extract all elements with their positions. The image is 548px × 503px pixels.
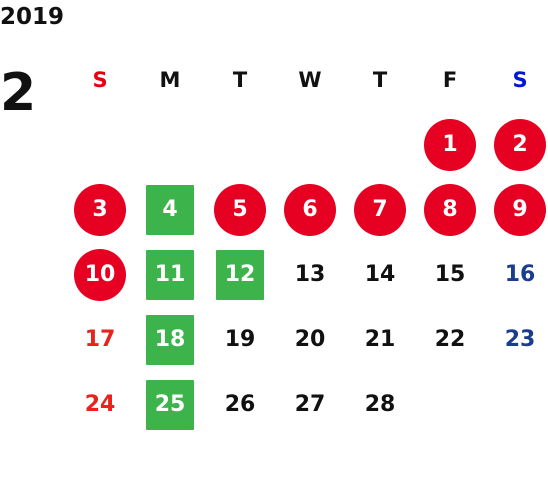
day-cell[interactable]: 10: [65, 242, 135, 307]
day-cell[interactable]: 7: [345, 177, 415, 242]
day-cell[interactable]: 28: [345, 372, 415, 437]
day-number: 26: [224, 392, 256, 417]
day-cell[interactable]: 12: [205, 242, 275, 307]
day-cell[interactable]: 5: [205, 177, 275, 242]
day-cell[interactable]: 16: [485, 242, 548, 307]
day-number: 22: [434, 327, 466, 352]
day-number: 15: [434, 262, 466, 287]
holiday-circle: 6: [284, 183, 336, 236]
weekday-header: M: [159, 68, 181, 92]
highlight-square: 18: [146, 314, 194, 365]
day-number: 20: [294, 327, 326, 352]
highlight-square: 12: [216, 249, 264, 300]
day-number: 23: [504, 327, 536, 352]
day-cell[interactable]: 25: [135, 372, 205, 437]
day-cell[interactable]: 18: [135, 307, 205, 372]
weekday-header: T: [372, 68, 388, 92]
day-number: 16: [504, 262, 536, 287]
day-cell[interactable]: 8: [415, 177, 485, 242]
day-cell[interactable]: 9: [485, 177, 548, 242]
day-cell[interactable]: 26: [205, 372, 275, 437]
day-cell[interactable]: 22: [415, 307, 485, 372]
day-cell[interactable]: 3: [65, 177, 135, 242]
year-label: 2019: [0, 4, 65, 30]
day-cell[interactable]: 23: [485, 307, 548, 372]
weekday-header: F: [442, 68, 458, 92]
weekday-header: S: [512, 68, 528, 92]
day-cell[interactable]: 13: [275, 242, 345, 307]
day-cell[interactable]: 1: [415, 112, 485, 177]
day-cell[interactable]: 19: [205, 307, 275, 372]
day-number: 28: [364, 392, 396, 417]
weekday-header: T: [232, 68, 248, 92]
holiday-circle: 1: [424, 118, 476, 171]
holiday-circle: 8: [424, 183, 476, 236]
day-cell[interactable]: 24: [65, 372, 135, 437]
day-number: 19: [224, 327, 256, 352]
day-cell[interactable]: 14: [345, 242, 415, 307]
day-number: 13: [294, 262, 326, 287]
holiday-circle: 10: [74, 248, 126, 301]
day-cell[interactable]: 15: [415, 242, 485, 307]
holiday-circle: 2: [494, 118, 546, 171]
weekday-header: W: [298, 68, 322, 92]
month-number: 2: [0, 63, 37, 123]
holiday-circle: 9: [494, 183, 546, 236]
day-cell[interactable]: 21: [345, 307, 415, 372]
holiday-circle: 3: [74, 183, 126, 236]
weekday-header: S: [92, 68, 108, 92]
day-number: 14: [364, 262, 396, 287]
day-cell[interactable]: 20: [275, 307, 345, 372]
holiday-circle: 7: [354, 183, 406, 236]
holiday-circle: 5: [214, 183, 266, 236]
day-cell[interactable]: 4: [135, 177, 205, 242]
highlight-square: 4: [146, 184, 194, 235]
day-cell[interactable]: 27: [275, 372, 345, 437]
day-cell[interactable]: 17: [65, 307, 135, 372]
day-cell[interactable]: 11: [135, 242, 205, 307]
day-cell[interactable]: 6: [275, 177, 345, 242]
highlight-square: 25: [146, 379, 194, 430]
day-number: 17: [84, 327, 116, 352]
day-number: 24: [84, 392, 116, 417]
day-number: 21: [364, 327, 396, 352]
day-cell[interactable]: 2: [485, 112, 548, 177]
day-number: 27: [294, 392, 326, 417]
highlight-square: 11: [146, 249, 194, 300]
